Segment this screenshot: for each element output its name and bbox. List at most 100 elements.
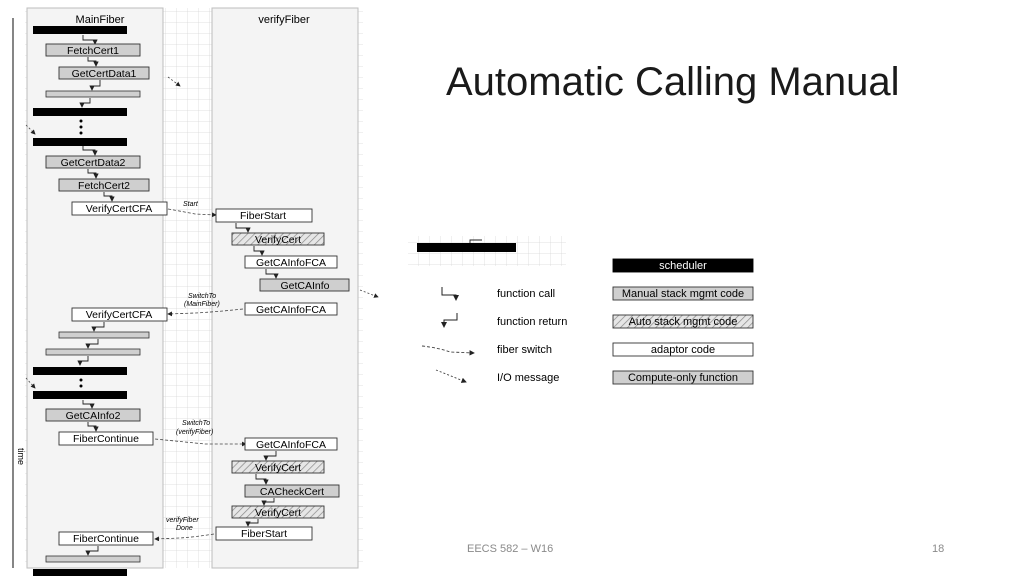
- fiber-switch-arrow: [154, 533, 215, 542]
- return-arrow: [245, 519, 259, 527]
- verify-box-label: VerifyCert: [255, 507, 301, 519]
- legend-function-return-icon: [441, 313, 458, 328]
- verify-box-label: CACheckCert: [260, 486, 324, 498]
- legend-fiber-switch-icon: [421, 345, 475, 356]
- legend-auto-stack-box: [612, 314, 754, 329]
- legend-label: I/O message: [497, 372, 559, 384]
- main-box-getcertdata2: [45, 155, 141, 169]
- switch-label-start: Start: [183, 201, 199, 208]
- fiber-switch-arrow: [154, 438, 247, 447]
- call-arrow: [265, 269, 279, 279]
- call-arrow: [82, 35, 98, 45]
- legend-function-call-icon: [441, 287, 459, 301]
- call-arrow: [87, 57, 99, 67]
- verify-box-label: VerifyCert: [255, 234, 301, 246]
- main-box-label: FiberContinue: [73, 533, 139, 545]
- legend-box-label: scheduler: [659, 260, 707, 272]
- scheduler-bar: [33, 367, 127, 375]
- ellipsis-dot: [79, 131, 83, 135]
- verify-box-label: GetCAInfoFCA: [256, 257, 326, 269]
- switch-label: Done: [176, 525, 193, 532]
- main-box-label: VerifyCertCFA: [86, 203, 153, 215]
- return-arrow: [85, 546, 99, 556]
- legend-adaptor-box: [612, 342, 754, 357]
- legend-io-message-icon: [435, 369, 467, 383]
- legend-label: function call: [497, 288, 555, 300]
- slide-title: Automatic Calling Manual: [446, 60, 900, 104]
- legend-manual-stack-box: [612, 286, 754, 301]
- main-box-fibercontinue-2: [58, 531, 154, 546]
- verify-box-label: FiberStart: [240, 210, 286, 222]
- ellipsis-dot: [79, 119, 83, 123]
- scheduler-bar: [33, 108, 127, 116]
- scheduler-bar: [33, 26, 127, 34]
- main-box-label: VerifyCertCFA: [86, 309, 153, 321]
- verify-box-cacheckcert: [244, 484, 340, 498]
- main-box-verifycertcfa-2: [71, 307, 168, 322]
- verify-box-verifycert: [231, 232, 325, 246]
- ellipsis-dot: [79, 378, 83, 382]
- io-arrow: [167, 76, 181, 87]
- legend-scheduler-sample: [417, 243, 516, 252]
- verify-box-label: GetCAInfo: [280, 280, 329, 292]
- time-axis-label: time: [16, 448, 26, 465]
- main-box-label: GetCAInfo2: [66, 410, 121, 422]
- fiber-switch-arrow: [167, 308, 244, 317]
- legend-box-label: Auto stack mgmt code: [629, 316, 738, 328]
- verify-box-verifycert-3: [231, 505, 325, 519]
- main-box-fibercontinue: [58, 431, 154, 446]
- return-arrow: [263, 451, 277, 461]
- call-arrow: [235, 223, 251, 233]
- ellipsis-dot: [79, 384, 83, 388]
- legend-box-label: adaptor code: [651, 344, 715, 356]
- verify-box-label: VerifyCert: [255, 462, 301, 474]
- legend-box-label: Compute-only function: [628, 372, 738, 384]
- main-box-label: GetCertData2: [61, 157, 126, 169]
- call-arrow: [103, 192, 115, 202]
- scheduler-bar: [33, 569, 127, 576]
- main-fiber-label: MainFiber: [76, 14, 125, 26]
- verify-box-fiberstart-2: [215, 526, 313, 541]
- legend-label: fiber switch: [497, 344, 552, 356]
- verify-box-verifycert-2: [231, 460, 325, 474]
- return-arrow: [77, 356, 89, 366]
- verify-box-getcainfofca-2: [244, 302, 338, 316]
- return-arrow: [91, 322, 105, 332]
- main-box-label: FetchCert2: [78, 180, 130, 192]
- legend-label: function return: [497, 316, 567, 328]
- main-fiber-lane: [26, 7, 164, 569]
- switch-label: SwitchTo: [182, 420, 210, 427]
- io-arrow: [359, 289, 379, 298]
- call-arrow: [87, 169, 99, 179]
- footer-course: EECS 582 – W16: [467, 543, 554, 555]
- return-arrow: [261, 498, 275, 506]
- legend-scheduler-box: [612, 258, 754, 273]
- scheduler-bar: [33, 138, 127, 146]
- return-arrow: [85, 339, 99, 349]
- call-arrow: [253, 246, 265, 256]
- return-arrow: [79, 98, 91, 108]
- verify-box-getcainfo: [259, 278, 350, 292]
- main-box-verifycertcfa: [71, 201, 168, 216]
- switch-label: SwitchTo: [188, 293, 216, 300]
- page-number: 18: [932, 543, 945, 555]
- verify-box-label: GetCAInfoFCA: [256, 439, 326, 451]
- scheduler-bar: [33, 391, 127, 399]
- main-box-getcertdata1: [58, 66, 150, 80]
- verify-box-fiberstart: [215, 208, 313, 223]
- empty-box: [45, 348, 141, 356]
- call-arrow: [82, 400, 95, 409]
- switch-label: verifyFiber: [166, 517, 199, 524]
- verify-box-getcainfofca: [244, 255, 338, 269]
- main-box-label: FiberContinue: [73, 433, 139, 445]
- empty-box: [45, 555, 141, 563]
- empty-box: [58, 331, 150, 339]
- main-box-fetchcert1: [45, 43, 141, 57]
- ellipsis-dot: [79, 125, 83, 129]
- verify-box-label: GetCAInfoFCA: [256, 304, 326, 316]
- legend-return-sample: [469, 239, 482, 243]
- verify-fiber-label: verifyFiber: [258, 14, 310, 26]
- call-arrow: [87, 422, 99, 432]
- verify-box-label: FiberStart: [241, 528, 287, 540]
